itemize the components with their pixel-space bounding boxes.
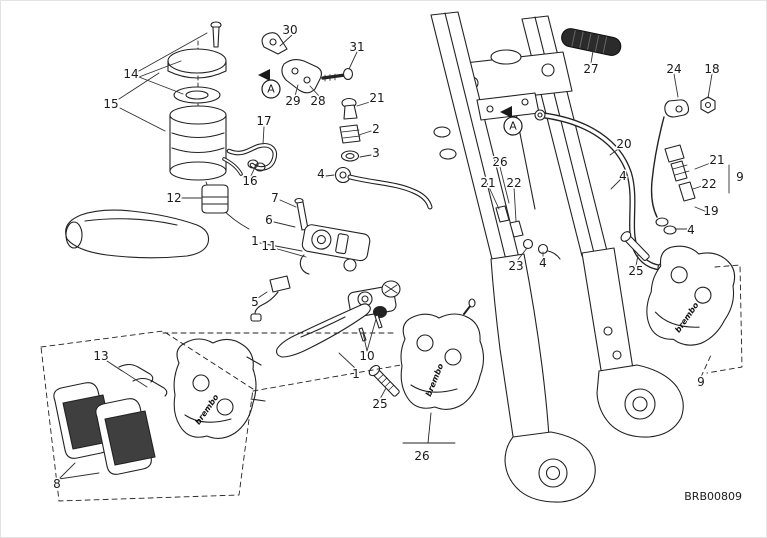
front-caliper-left <box>173 338 266 439</box>
callout-17: 17 <box>256 114 271 128</box>
callout-4: 4 <box>687 223 695 237</box>
callout-12: 12 <box>166 191 181 205</box>
callout-18: 18 <box>704 62 719 76</box>
callout-26: 26 <box>492 155 507 169</box>
master-cylinder <box>250 197 401 358</box>
view-arrow-icon <box>258 69 270 81</box>
handlebar <box>65 209 210 259</box>
callout-21: 21 <box>480 176 495 190</box>
callout-2: 2 <box>372 122 380 136</box>
front-caliper-center <box>400 298 485 444</box>
callout-1: 1 <box>251 234 259 248</box>
callout-14: 14 <box>123 67 138 81</box>
view-marker-a-1: A <box>258 69 281 99</box>
caliper-bolt-right <box>620 231 650 261</box>
callout-7: 7 <box>271 191 279 205</box>
rubber-grip <box>561 28 622 56</box>
callout-25: 25 <box>628 264 643 278</box>
view-arrow-icon <box>500 106 512 118</box>
callout-19: 19 <box>703 204 718 218</box>
callout-5: 5 <box>251 295 259 309</box>
callout-22: 22 <box>701 177 716 191</box>
pipe-clamp-and-nut <box>650 96 716 218</box>
callout-10: 10 <box>359 349 374 363</box>
callout-25: 25 <box>372 397 387 411</box>
callout-4: 4 <box>539 256 547 270</box>
front-caliper-right <box>646 245 743 374</box>
svg-text:A: A <box>267 83 275 96</box>
callout-16: 16 <box>242 174 257 188</box>
callout-8: 8 <box>53 477 61 491</box>
callout-29: 29 <box>285 94 300 108</box>
callout-31: 31 <box>349 40 364 54</box>
master-banjo-stack <box>334 97 433 210</box>
diagram-code: BRB00809 <box>684 490 742 503</box>
callout-11: 11 <box>261 239 276 253</box>
callout-4: 4 <box>619 169 627 183</box>
callout-27: 27 <box>583 62 598 76</box>
construction-lines <box>162 332 712 392</box>
callout-4: 4 <box>317 167 325 181</box>
middle-fittings <box>495 205 561 260</box>
callout-9: 9 <box>697 375 705 389</box>
switch-bracket <box>261 32 354 94</box>
callout-22: 22 <box>506 176 521 190</box>
callout-28: 28 <box>310 94 325 108</box>
leader-lines <box>58 32 730 480</box>
fluid-reservoir <box>167 21 250 230</box>
callout-13: 13 <box>93 349 108 363</box>
callout-15: 15 <box>103 97 118 111</box>
callout-1: 1 <box>352 367 360 381</box>
right-fitting-stack <box>655 144 696 235</box>
callout-24: 24 <box>666 62 681 76</box>
brake-pads-group <box>40 330 254 502</box>
callout-3: 3 <box>372 146 380 160</box>
front-fork <box>430 11 684 503</box>
svg-text:A: A <box>509 120 517 133</box>
caliper-bolt-left <box>368 364 400 397</box>
callout-20: 20 <box>616 137 631 151</box>
rubber-boot <box>201 184 229 214</box>
callout-26: 26 <box>414 449 429 463</box>
callout-23: 23 <box>508 259 523 273</box>
view-marker-a-2: A <box>500 106 523 136</box>
callout-30: 30 <box>282 23 297 37</box>
callout-6: 6 <box>265 213 273 227</box>
callout-9: 9 <box>736 170 744 184</box>
callout-21: 21 <box>369 91 384 105</box>
callout-21: 21 <box>709 153 724 167</box>
